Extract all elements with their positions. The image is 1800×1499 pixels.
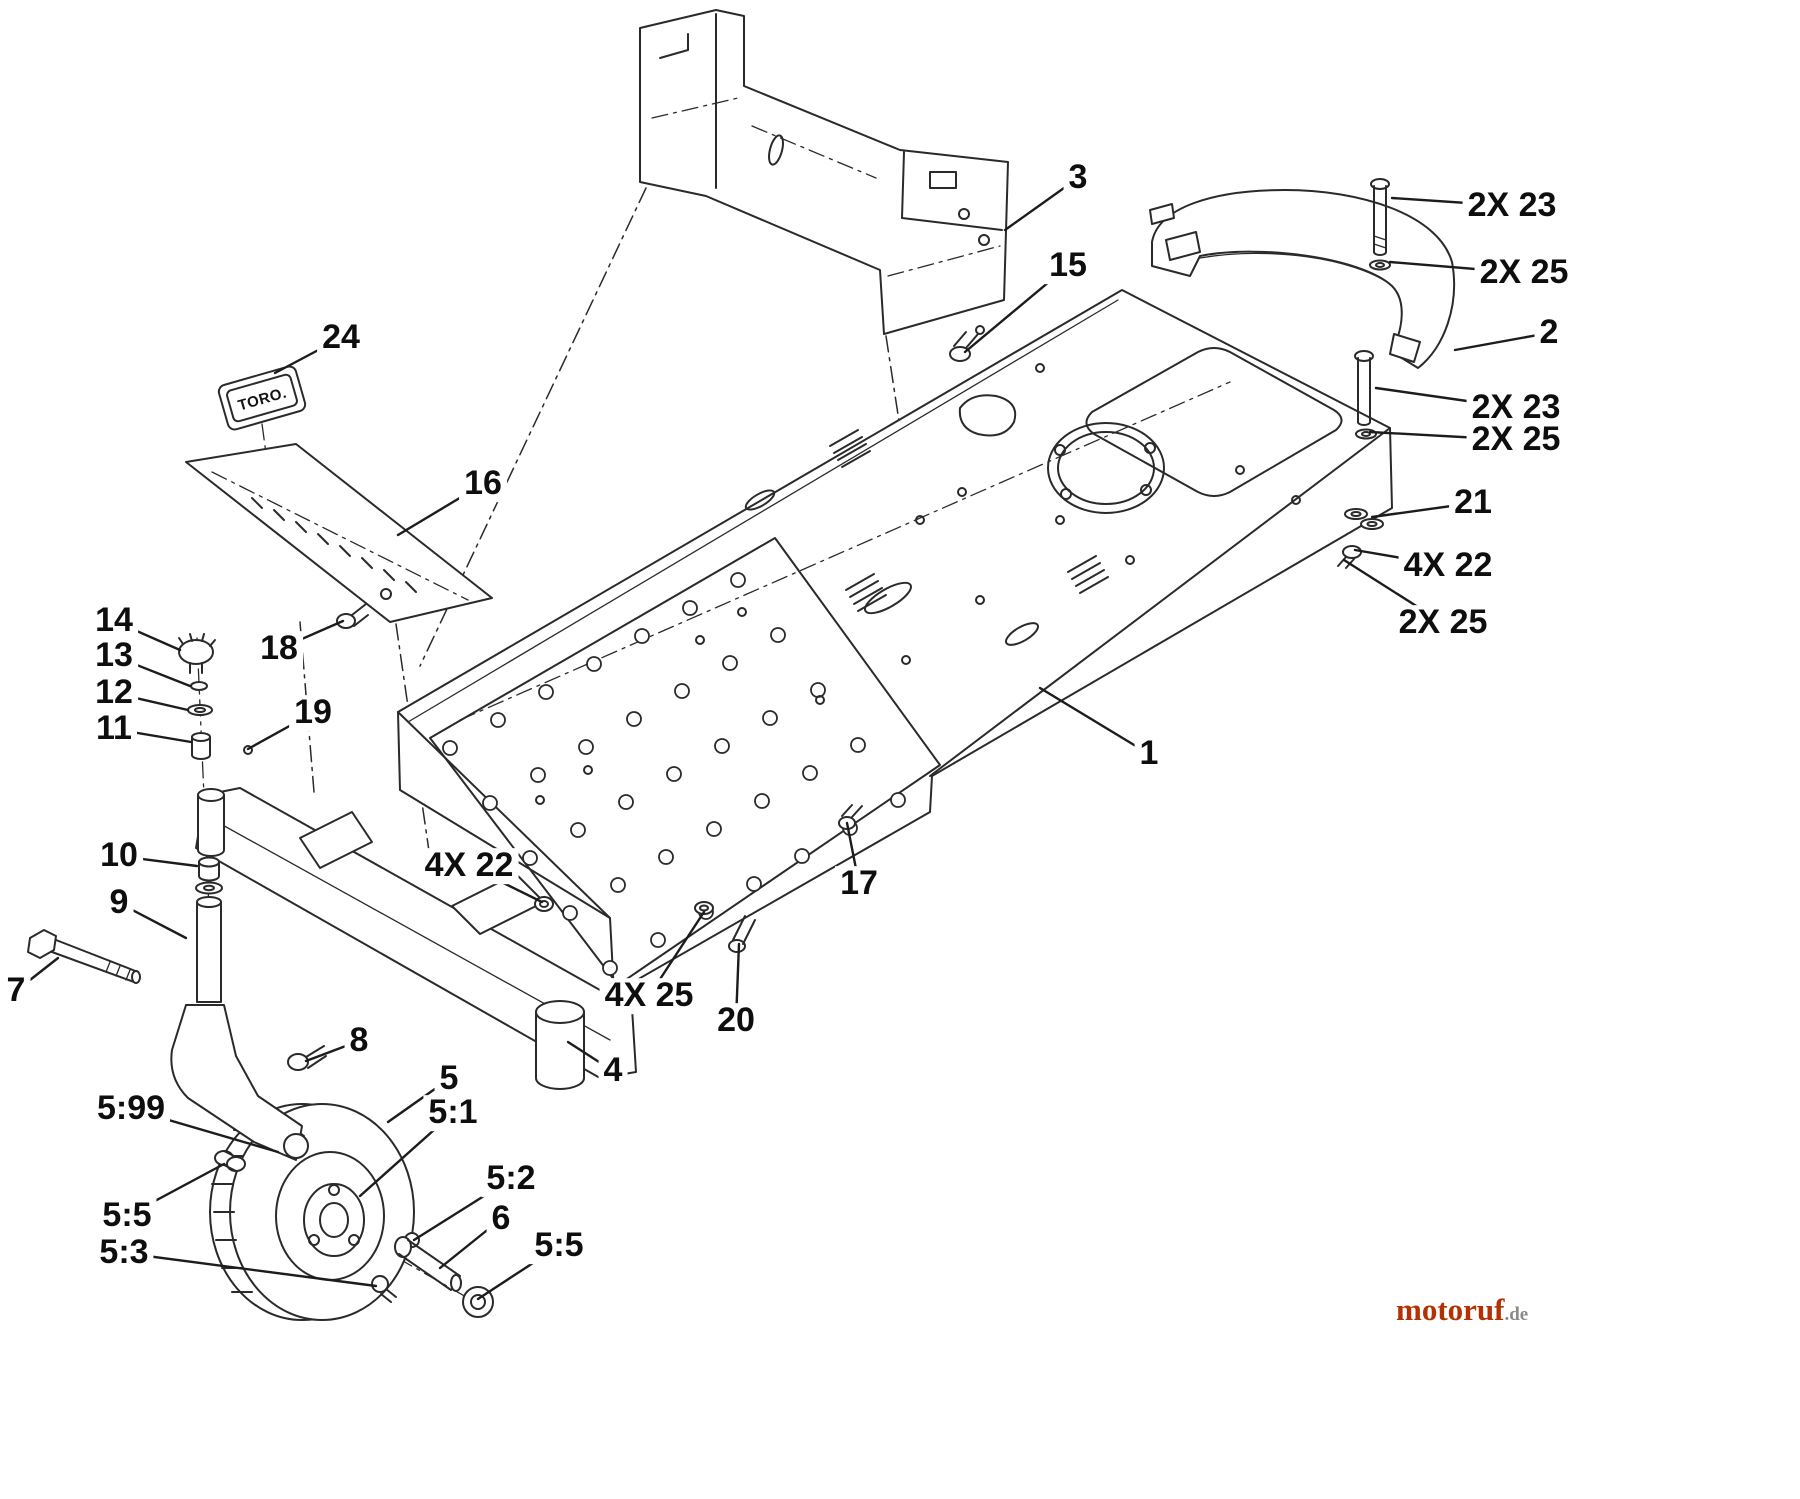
leader-line-4 — [1453, 331, 1551, 352]
spindle-part-9 — [196, 896, 222, 1003]
callout-label-13-13: 13 — [90, 637, 138, 674]
heat-shield-part-16 — [185, 443, 493, 623]
leader-line-18 — [1038, 686, 1151, 756]
bolt-part-7 — [27, 929, 141, 984]
knob-part-14 — [178, 633, 216, 674]
callout-label-5-2x-23: 2X 23 — [1466, 389, 1566, 426]
toro-logo-plate-part-24: TORO. — [217, 365, 307, 431]
support-tube-part-4 — [535, 1000, 585, 1090]
callout-label-21-4x-22: 4X 22 — [419, 847, 519, 884]
bolt-part-8 — [287, 1045, 327, 1071]
callout-label-30-5-99: 5:99 — [91, 1090, 171, 1127]
callout-label-7-24: 24 — [317, 319, 365, 356]
callout-label-27-4: 4 — [598, 1052, 628, 1089]
bolt-part-23-lower — [1354, 350, 1374, 426]
rear-bracket-part-3 — [639, 9, 1009, 335]
callout-label-10-4x-22: 4X 22 — [1398, 547, 1498, 584]
caster-wheel-part-5 — [209, 1103, 415, 1321]
callout-label-31-5-5: 5:5 — [97, 1197, 157, 1234]
callout-label-14-12: 12 — [90, 674, 138, 711]
front-axle-frame-part — [195, 787, 637, 1090]
callout-label-3-2x-25: 2X 25 — [1474, 254, 1574, 291]
callout-label-17-19: 19 — [289, 694, 337, 731]
callout-label-32-5-2: 5:2 — [481, 1160, 541, 1197]
callout-label-25-20: 20 — [712, 1002, 760, 1039]
bolt-part-20 — [728, 915, 756, 953]
bolt-part-23-upper — [1370, 178, 1390, 256]
callout-label-9-21: 21 — [1449, 484, 1497, 521]
callout-label-34-5-3: 5:3 — [94, 1234, 154, 1271]
watermark-brand: motoruf — [1396, 1292, 1505, 1327]
caster-stack-parts — [178, 633, 223, 1003]
callout-label-28-5: 5 — [434, 1060, 464, 1097]
bushing-part-10 — [195, 856, 223, 895]
callout-label-1-15: 15 — [1044, 247, 1092, 284]
bumper-part-2 — [1149, 189, 1456, 369]
caster-fork — [170, 1004, 309, 1161]
callout-label-8-16: 16 — [459, 465, 507, 502]
callout-label-20-9: 9 — [104, 884, 134, 921]
bearing-part-5-5-left — [214, 1150, 246, 1172]
watermark-tld: .de — [1504, 1304, 1529, 1325]
callout-label-11-2x-25: 2X 25 — [1393, 604, 1493, 641]
callout-label-24-4x-25: 4X 25 — [599, 977, 699, 1014]
frame-part — [397, 289, 1393, 994]
callout-label-16-18: 18 — [255, 630, 303, 667]
washer-part-25-upper — [1369, 259, 1391, 271]
leader-line-34 — [122, 1251, 378, 1288]
callout-label-15-11: 11 — [91, 710, 137, 747]
callout-label-33-6: 6 — [486, 1200, 516, 1237]
callout-label-6-2x-25: 2X 25 — [1466, 421, 1566, 458]
callout-label-19-10: 10 — [95, 837, 143, 874]
callout-label-0-3: 3 — [1063, 159, 1093, 196]
callout-label-35-5-5: 5:5 — [529, 1227, 589, 1264]
callout-label-12-14: 14 — [90, 602, 138, 639]
axle-bolt-part-6 — [394, 1236, 462, 1292]
washer-part-12 — [187, 704, 213, 716]
callout-label-2-2x-23: 2X 23 — [1462, 187, 1562, 224]
screw-part-5-3 — [371, 1275, 397, 1303]
callout-label-29-5-1: 5:1 — [423, 1094, 483, 1131]
spacer-part-11 — [191, 732, 211, 760]
watermark: motoruf.de — [1396, 1292, 1528, 1328]
callout-label-4-2: 2 — [1534, 314, 1564, 351]
callout-label-22-7: 7 — [1, 972, 31, 1009]
callout-label-18-1: 1 — [1134, 735, 1164, 772]
washers-part-21 — [1344, 508, 1384, 530]
bolt-part-18 — [336, 603, 369, 629]
callout-label-26-8: 8 — [344, 1022, 374, 1059]
callout-label-23-17: 17 — [835, 865, 883, 902]
